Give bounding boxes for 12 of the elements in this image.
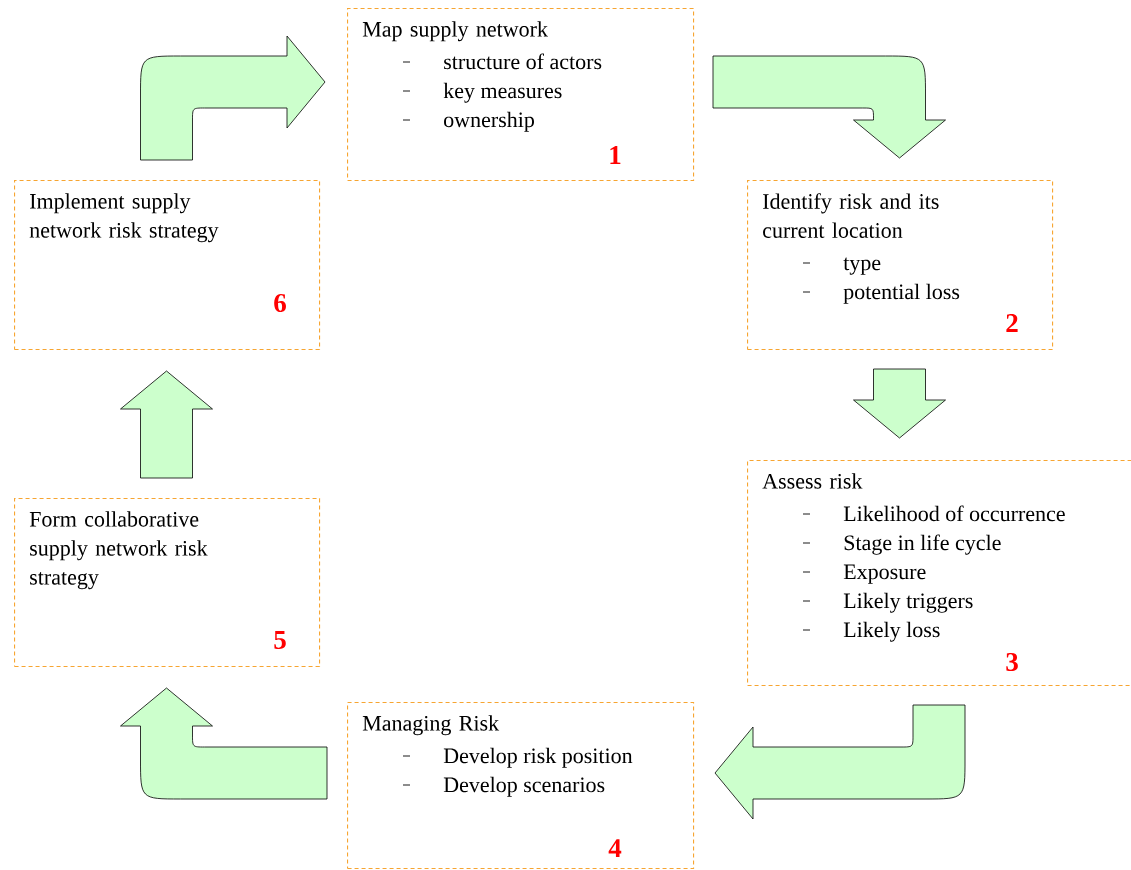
block-arrow (853, 368, 946, 439)
process-box: Assess risk Likelihood of occurrence Stage in life cycle Exposure Likely triggers Likely loss 3 (747, 460, 1131, 687)
process-box: Implement supply network risk strategy 6 (14, 180, 321, 351)
block-arrow (712, 55, 946, 159)
block-arrow (120, 370, 213, 479)
process-box: Identify risk and its current location type potential loss 2 (747, 180, 1054, 351)
block-arrow (120, 687, 328, 800)
block-arrow (140, 35, 326, 161)
process-box: Managing Risk Develop risk position Develop scenarios 4 (347, 702, 695, 870)
block-arrow (714, 704, 966, 820)
process-box: Map supply network structure of actors key measures ownership 1 (347, 8, 695, 182)
process-box: Form collaborative supply network risk strategy 5 (14, 498, 321, 668)
